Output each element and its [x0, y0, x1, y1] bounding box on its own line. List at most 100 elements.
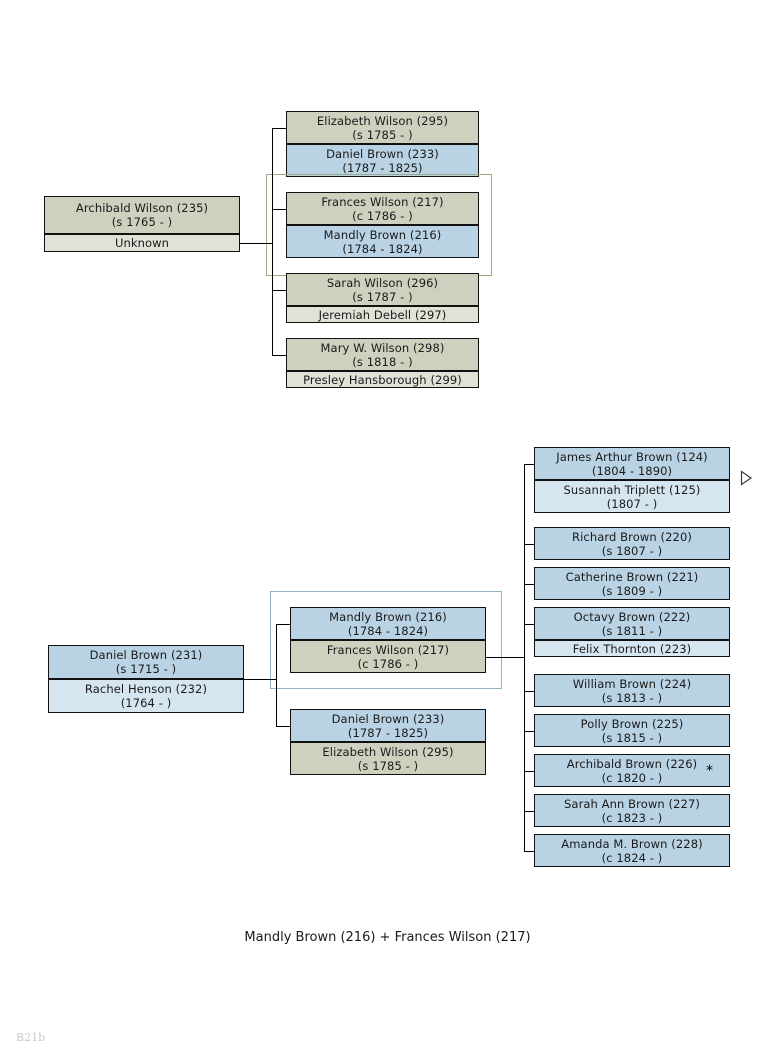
middle-trunk-line: [276, 624, 277, 726]
person-name: Octavy Brown (222): [573, 609, 691, 624]
person-name: Elizabeth Wilson (295): [322, 744, 454, 759]
middle-box-elizabeth-wilson-295-1[interactable]: Elizabeth Wilson (295)(s 1785 - ): [290, 742, 486, 775]
asterisk-marker-icon: *: [706, 763, 713, 779]
person-name: Polly Brown (225): [580, 716, 684, 731]
triangle-right-icon[interactable]: [740, 470, 753, 486]
person-name: Susannah Triplett (125): [563, 482, 701, 497]
child-stub-line: [272, 209, 286, 210]
person-dates: (1787 - 1825): [347, 725, 429, 740]
person-name: Mandly Brown (216): [329, 609, 447, 624]
person-dates: (s 1809 - ): [601, 583, 663, 598]
child-box-amanda-m-brown-228[interactable]: Amanda M. Brown (228)(c 1824 - ): [534, 834, 730, 867]
person-dates: (s 1785 - ): [357, 758, 419, 773]
child-box-octavy-brown-222[interactable]: Octavy Brown (222)(s 1811 - ): [534, 607, 730, 640]
child-box-sarah-wilson-296[interactable]: Sarah Wilson (296)(s 1787 - ): [286, 273, 479, 306]
middle-box-frances-wilson-217-0[interactable]: Frances Wilson (217)(c 1786 - ): [290, 640, 486, 673]
footer-code: B21b: [16, 1031, 46, 1044]
person-name: Sarah Wilson (296): [326, 275, 439, 290]
person-name: Unknown: [114, 236, 170, 250]
middle-box-daniel-brown-233-1[interactable]: Daniel Brown (233)(1787 - 1825): [290, 709, 486, 742]
child-box-felix-thornton-223[interactable]: Felix Thornton (223): [534, 640, 730, 657]
middle-box-mandly-brown-216-0[interactable]: Mandly Brown (216)(1784 - 1824): [290, 607, 486, 640]
child-box-polly-brown-225[interactable]: Polly Brown (225)(s 1815 - ): [534, 714, 730, 747]
child-box-elizabeth-wilson-295[interactable]: Elizabeth Wilson (295)(s 1785 - ): [286, 111, 479, 144]
middle-stub-line: [276, 624, 290, 625]
children-stub-line: [524, 731, 534, 732]
person-name: William Brown (224): [572, 676, 692, 691]
children-stub-line: [524, 771, 534, 772]
chart-caption: Mandly Brown (216) + Frances Wilson (217…: [244, 930, 531, 945]
person-name: Catherine Brown (221): [565, 569, 699, 584]
child-box-daniel-brown-233[interactable]: Daniel Brown (233)(1787 - 1825): [286, 144, 479, 177]
person-dates: (c 1786 - ): [352, 208, 413, 223]
person-dates: (c 1823 - ): [601, 810, 663, 825]
person-name: Rachel Henson (232): [84, 682, 208, 696]
parent-box-daniel-brown-231[interactable]: Daniel Brown (231)(s 1715 - ): [48, 645, 244, 679]
person-name: Amanda M. Brown (228): [561, 836, 703, 851]
children-stub-line: [524, 691, 534, 692]
person-name: James Arthur Brown (124): [556, 449, 708, 464]
person-dates: (c 1786 - ): [357, 656, 419, 671]
children-stub-line: [524, 544, 534, 545]
children-stub-line: [524, 584, 534, 585]
person-dates: (s 1715 - ): [115, 662, 177, 676]
person-dates: (s 1813 - ): [601, 690, 663, 705]
person-dates: (s 1807 - ): [601, 543, 663, 558]
person-name: Archibald Wilson (235): [75, 201, 209, 215]
person-dates: (c 1824 - ): [601, 850, 663, 865]
person-name: Jeremiah Debell (297): [318, 307, 447, 322]
person-name: Frances Wilson (217): [321, 194, 444, 209]
child-stub-line: [272, 128, 286, 129]
child-box-catherine-brown-221[interactable]: Catherine Brown (221)(s 1809 - ): [534, 567, 730, 600]
parent-box-unknown[interactable]: Unknown: [44, 234, 240, 252]
person-dates: (1787 - 1825): [342, 160, 423, 175]
child-box-william-brown-224[interactable]: William Brown (224)(s 1813 - ): [534, 674, 730, 707]
person-name: Elizabeth Wilson (295): [316, 113, 449, 128]
person-dates: (c 1820 - ): [601, 770, 663, 785]
person-name: Archibald Brown (226): [566, 756, 698, 771]
child-box-jeremiah-debell-297[interactable]: Jeremiah Debell (297): [286, 306, 479, 323]
person-name: Daniel Brown (233): [326, 146, 439, 161]
person-dates: (s 1787 - ): [352, 289, 413, 304]
children-stub-line: [524, 851, 534, 852]
focus-highlight-frame: [270, 591, 502, 689]
person-dates: (1784 - 1824): [347, 623, 429, 638]
person-dates: (s 1818 - ): [352, 354, 413, 369]
child-stub-line: [272, 290, 286, 291]
person-name: Felix Thornton (223): [572, 641, 692, 656]
person-dates: (s 1785 - ): [352, 127, 413, 142]
child-box-frances-wilson-217[interactable]: Frances Wilson (217)(c 1786 - ): [286, 192, 479, 225]
person-name: Richard Brown (220): [572, 529, 692, 544]
child-box-richard-brown-220[interactable]: Richard Brown (220)(s 1807 - ): [534, 527, 730, 560]
child-box-mary-w-wilson-298[interactable]: Mary W. Wilson (298)(s 1818 - ): [286, 338, 479, 371]
focus-highlight-frame: [266, 174, 492, 276]
child-box-sarah-ann-brown-227[interactable]: Sarah Ann Brown (227)(c 1823 - ): [534, 794, 730, 827]
person-dates: (1804 - 1890): [591, 463, 673, 478]
person-dates: (1784 - 1824): [342, 241, 423, 256]
children-stub-line: [524, 464, 534, 465]
person-dates: (s 1765 - ): [111, 215, 173, 229]
parent-box-rachel-henson-232[interactable]: Rachel Henson (232)(1764 - ): [48, 679, 244, 713]
child-box-archibald-brown-226[interactable]: Archibald Brown (226)(c 1820 - ): [534, 754, 730, 787]
parent-box-archibald-wilson[interactable]: Archibald Wilson (235)(s 1765 - ): [44, 196, 240, 234]
child-box-presley-hansborough-299[interactable]: Presley Hansborough (299): [286, 371, 479, 388]
middle-to-children-line: [486, 657, 524, 658]
person-dates: (1807 - ): [606, 496, 658, 511]
child-stub-line: [272, 355, 286, 356]
person-name: Daniel Brown (233): [331, 711, 445, 726]
child-trunk-line: [272, 128, 273, 355]
person-name: Frances Wilson (217): [326, 642, 450, 657]
person-name: Mandly Brown (216): [323, 227, 442, 242]
parent-connector-line: [244, 679, 276, 680]
parent-connector-line: [240, 243, 272, 244]
children-stub-line: [524, 811, 534, 812]
middle-stub-line: [276, 726, 290, 727]
child-box-susannah-triplett-125[interactable]: Susannah Triplett (125)(1807 - ): [534, 480, 730, 513]
child-box-james-arthur-brown-124[interactable]: James Arthur Brown (124)(1804 - 1890): [534, 447, 730, 480]
person-dates: (s 1811 - ): [601, 623, 663, 638]
child-box-mandly-brown-216[interactable]: Mandly Brown (216)(1784 - 1824): [286, 225, 479, 258]
children-stub-line: [524, 624, 534, 625]
person-name: Mary W. Wilson (298): [320, 340, 445, 355]
person-name: Sarah Ann Brown (227): [564, 796, 700, 811]
